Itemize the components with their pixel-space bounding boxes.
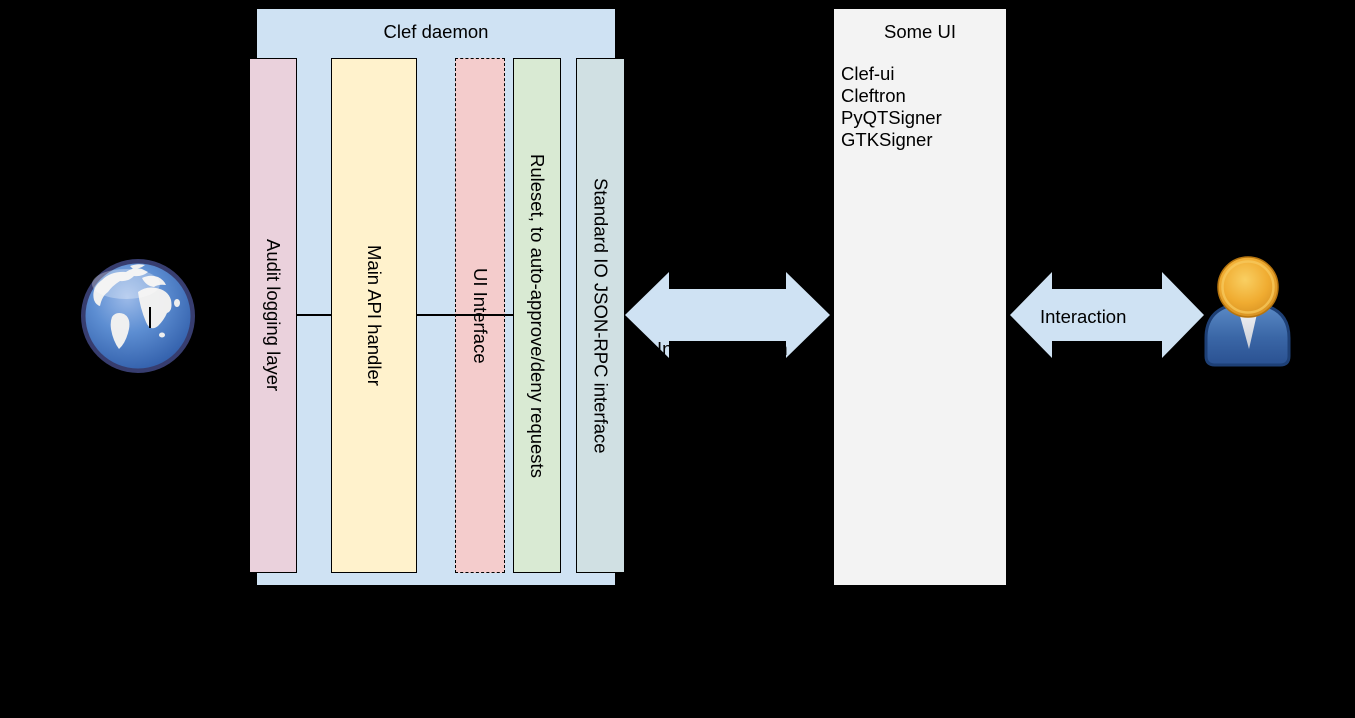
layer-stdio-jsonrpc-label: Standard IO JSON-RPC interface: [590, 177, 612, 454]
user-icon: [1204, 256, 1291, 367]
stdin-stdout-arrow-label: Interaction stdin / stdout: [657, 296, 788, 464]
list-item-gtksigner: GTKSigner: [841, 129, 933, 150]
some-ui-title: Some UI: [884, 21, 956, 42]
layer-audit-logging-label: Audit logging layer: [263, 239, 284, 392]
layer-ruleset-label: Ruleset, to auto-approve/deny requests: [527, 153, 548, 478]
layer-main-api-handler: Main API handler: [331, 58, 417, 573]
layer-main-api-handler-label: Main API handler: [364, 245, 385, 386]
connector-line-api-ruleset: [417, 314, 513, 316]
cursor-artifact: [149, 307, 151, 328]
stdin-stdout-arrow-icon: [625, 272, 830, 358]
some-ui-box: Some UI: [833, 8, 1007, 586]
stdin-stdout-arrow-label-line2: / stdout: [657, 401, 718, 422]
layer-ui-interface: UI Interface: [455, 58, 505, 573]
connector-line-audit-api: [297, 314, 331, 316]
list-item-cleftron: Cleftron: [841, 85, 906, 106]
clef-daemon-title: Clef daemon: [383, 21, 489, 42]
interaction-arrow-icon: [1010, 272, 1204, 358]
layer-audit-logging: Audit logging layer: [249, 58, 297, 573]
clef-daemon-box: Clef daemon: [256, 8, 616, 586]
layer-stdio-jsonrpc: Standard IO JSON-RPC interface: [576, 58, 625, 573]
interaction-arrow-label: Interaction: [1040, 306, 1127, 327]
layer-ruleset: Ruleset, to auto-approve/deny requests: [513, 58, 561, 573]
list-item-pyqtsigner: PyQTSigner: [841, 107, 942, 128]
globe-icon: [81, 259, 195, 373]
stdin-stdout-arrow-label-line1: Interaction stdin: [657, 338, 788, 359]
some-ui-list: Clef-ui Cleftron PyQTSigner GTKSigner: [841, 63, 942, 151]
list-item-clef-ui: Clef-ui: [841, 63, 895, 84]
